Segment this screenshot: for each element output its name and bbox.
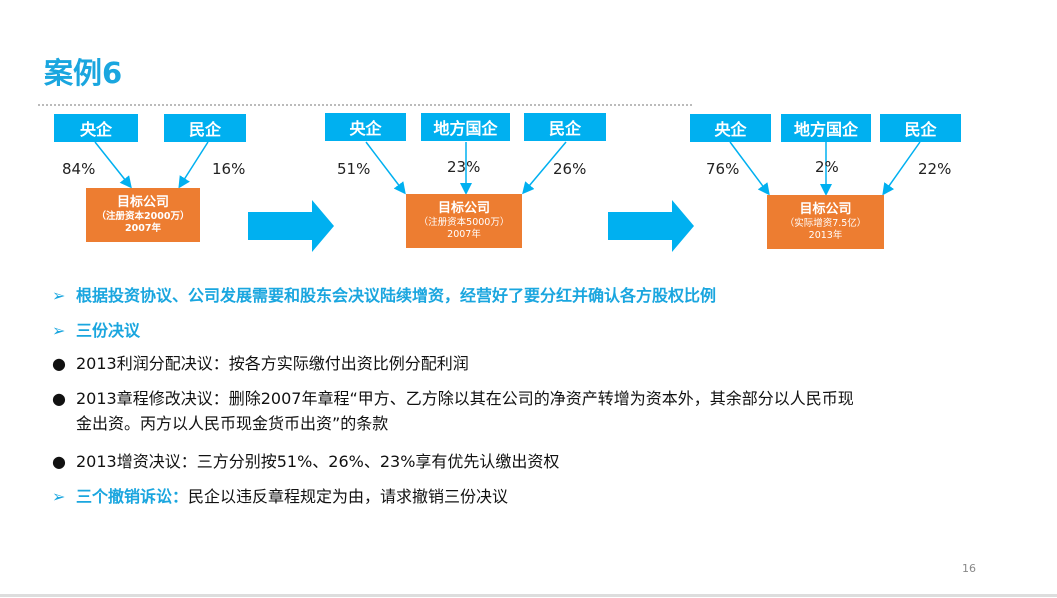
target-company-2007b: 目标公司 （注册资本5000万） 2007年 bbox=[406, 194, 522, 248]
company-name: 目标公司 bbox=[116, 195, 169, 210]
company-detail: （注册资本2000万） bbox=[96, 211, 190, 223]
bullet-text: 2013章程修改决议：删除2007年章程“甲方、乙方除以其在公司的净资产转增为资… bbox=[76, 389, 854, 408]
bullet-text: 2013利润分配决议：按各方实际缴付出资比例分配利润 bbox=[76, 354, 469, 373]
bullet-text: 三份决议 bbox=[76, 321, 141, 340]
arrow-bullet-icon: ➢ bbox=[52, 286, 66, 305]
bullet-label: 三个撤销诉讼： bbox=[76, 487, 189, 506]
percent: 26% bbox=[553, 160, 587, 178]
bullet-text: 民企以违反章程规定为由，请求撤销三份决议 bbox=[188, 487, 509, 506]
big-arrow-2 bbox=[608, 200, 694, 252]
bullet-text: 根据投资协议、公司发展需要和股东会决议陆续增资，经营好了要分红并确认各方股权比例 bbox=[76, 286, 717, 305]
shareholder-central-soe: 央企 bbox=[690, 114, 771, 142]
shareholder-central-soe: 央企 bbox=[325, 113, 406, 141]
arrow-bullet-icon: ➢ bbox=[52, 487, 66, 506]
arrow-line bbox=[522, 141, 567, 195]
company-name: 目标公司 bbox=[799, 202, 852, 217]
dot-bullet-icon: ● bbox=[52, 354, 66, 373]
bullet-item: ➢ 三个撤销诉讼：民企以违反章程规定为由，请求撤销三份决议 bbox=[52, 484, 508, 509]
bullet-text-cont: 金出资。丙方以人民币现金货币出资”的条款 bbox=[76, 414, 389, 433]
big-arrow-1 bbox=[248, 200, 334, 252]
page-title: 案例6 bbox=[44, 56, 123, 90]
bullet-item: ● 2013利润分配决议：按各方实际缴付出资比例分配利润 bbox=[52, 351, 469, 376]
shareholder-private: 民企 bbox=[880, 114, 961, 142]
shareholder-private: 民企 bbox=[164, 114, 246, 142]
target-company-2013: 目标公司 （实际增资7.5亿） 2013年 bbox=[767, 195, 884, 249]
company-name: 目标公司 bbox=[437, 201, 490, 216]
company-detail: （注册资本5000万） bbox=[418, 217, 510, 229]
percent: 2% bbox=[815, 158, 839, 176]
page-number: 16 bbox=[962, 562, 976, 575]
company-year: 2007年 bbox=[125, 223, 161, 235]
bullet-text: 2013增资决议：三方分别按51%、26%、23%享有优先认缴出资权 bbox=[76, 452, 560, 471]
shareholder-local-soe: 地方国企 bbox=[421, 113, 510, 141]
percent: 23% bbox=[447, 158, 481, 176]
percent: 84% bbox=[62, 160, 96, 178]
arrow-bullet-icon: ➢ bbox=[52, 321, 66, 340]
percent: 76% bbox=[706, 160, 740, 178]
shareholder-central-soe: 央企 bbox=[54, 114, 138, 142]
bullet-heading: ➢ 三份决议 bbox=[52, 318, 140, 343]
bottom-border bbox=[0, 594, 1057, 597]
percent: 51% bbox=[337, 160, 371, 178]
percent: 16% bbox=[212, 160, 246, 178]
arrow-line bbox=[365, 141, 406, 195]
shareholder-local-soe: 地方国企 bbox=[781, 114, 871, 142]
company-detail: （实际增资7.5亿） bbox=[784, 218, 867, 230]
bullet-item: ● 2013章程修改决议：删除2007年章程“甲方、乙方除以其在公司的净资产转增为… bbox=[52, 386, 854, 436]
company-year: 2007年 bbox=[447, 229, 481, 241]
arrow-line bbox=[94, 141, 132, 189]
arrow-line bbox=[882, 141, 921, 196]
shareholder-private: 民企 bbox=[524, 113, 606, 141]
arrow-line bbox=[729, 141, 770, 196]
arrow-line bbox=[178, 141, 209, 189]
target-company-2007: 目标公司 （注册资本2000万） 2007年 bbox=[86, 188, 200, 242]
bullet-item: ● 2013增资决议：三方分别按51%、26%、23%享有优先认缴出资权 bbox=[52, 449, 559, 474]
percent: 22% bbox=[918, 160, 952, 178]
dot-bullet-icon: ● bbox=[52, 389, 66, 408]
bullet-heading: ➢ 根据投资协议、公司发展需要和股东会决议陆续增资，经营好了要分红并确认各方股权比… bbox=[52, 283, 716, 308]
dot-bullet-icon: ● bbox=[52, 452, 66, 471]
divider bbox=[38, 104, 692, 106]
company-year: 2013年 bbox=[808, 230, 843, 242]
